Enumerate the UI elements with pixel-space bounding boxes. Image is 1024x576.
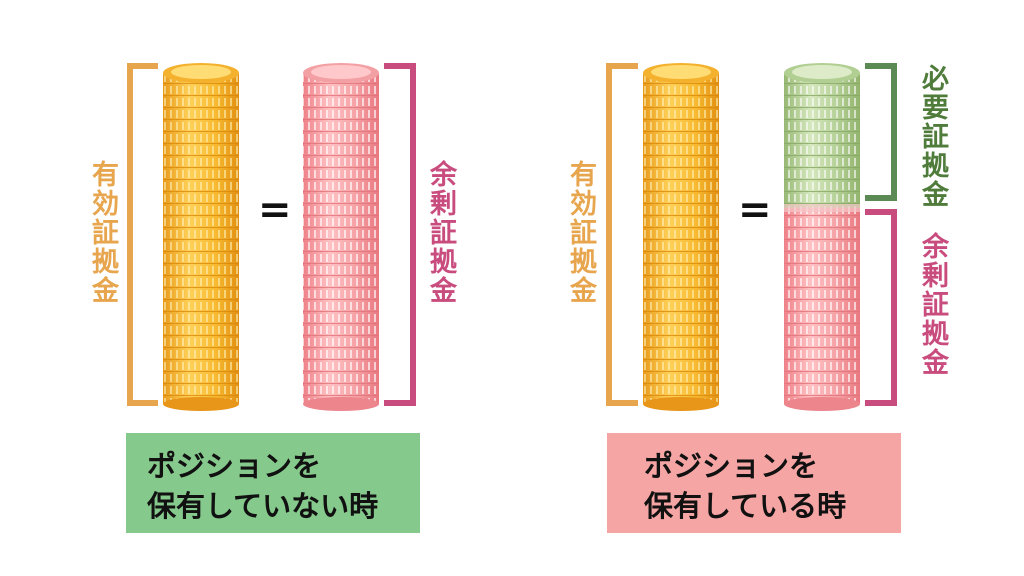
surplus-margin-label-right-text: 余剰証拠金 xyxy=(917,232,948,377)
caption-with-position-line2: 保有している時 xyxy=(644,489,847,523)
caption-no-position-line2: 保有していない時 xyxy=(147,489,379,523)
effective-margin-coin-stack xyxy=(163,63,239,411)
surplus-margin-bracket xyxy=(384,63,416,406)
caption-with-position: ポジションを 保有している時 xyxy=(644,446,846,526)
caption-box-with-position xyxy=(607,433,901,533)
equals-sign-right: = xyxy=(738,187,772,233)
required-margin-bracket xyxy=(865,63,897,201)
surplus-margin-label-text: 余剰証拠金 xyxy=(425,160,456,305)
surplus-margin-bracket-right xyxy=(865,209,897,406)
effective-margin-label-right: 有効証拠金 xyxy=(564,160,598,305)
effective-margin-label-text: 有効証拠金 xyxy=(87,160,118,305)
effective-margin-label-right-text: 有効証拠金 xyxy=(565,160,596,305)
surplus-margin-label: 余剰証拠金 xyxy=(424,160,458,305)
caption-no-position-line1: ポジションを xyxy=(147,449,322,483)
required-margin-label-text: 必要証拠金 xyxy=(917,64,948,209)
surplus-margin-coin-stack-right xyxy=(784,204,860,411)
required-margin-label: 必要証拠金 xyxy=(916,64,950,209)
effective-margin-label: 有効証拠金 xyxy=(86,160,120,305)
caption-with-position-line1: ポジションを xyxy=(644,449,819,483)
effective-margin-bracket-right xyxy=(606,63,638,406)
required-margin-coin-stack xyxy=(784,63,860,208)
surplus-margin-label-right: 余剰証拠金 xyxy=(916,232,950,377)
caption-box-no-position xyxy=(126,433,420,533)
caption-no-position: ポジションを 保有していない時 xyxy=(147,446,378,526)
equals-sign: = xyxy=(258,187,292,233)
effective-margin-coin-stack-right xyxy=(643,63,719,411)
surplus-margin-coin-stack xyxy=(303,63,379,411)
effective-margin-bracket xyxy=(127,63,158,406)
